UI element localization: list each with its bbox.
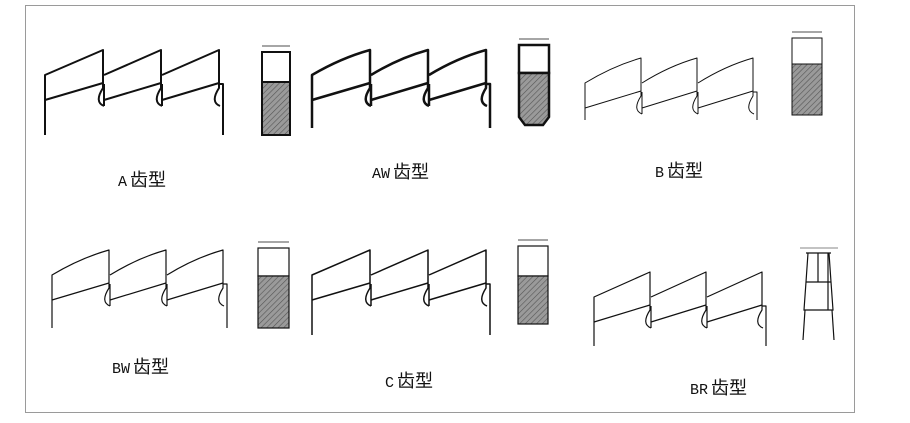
bw-tooth-profile [257, 241, 290, 329]
label-text: 齿型 [133, 357, 170, 378]
aw-tooth-drawing [310, 48, 492, 128]
br-tooth-drawing [593, 271, 767, 346]
label-text: 齿型 [667, 161, 704, 182]
a-tooth-profile [261, 45, 291, 136]
bw-tooth-drawing [51, 249, 228, 328]
label-code: C [385, 375, 395, 392]
aw-tooth-profile [517, 38, 551, 127]
br-tooth-profile [800, 247, 838, 341]
label-code: BW [112, 361, 131, 378]
label-code: A [118, 174, 128, 191]
c-tooth-drawing [311, 249, 491, 335]
b-tooth-drawing [584, 57, 758, 120]
label-code: AW [372, 166, 391, 183]
label-text: 齿型 [130, 170, 167, 191]
label-code: BR [690, 382, 709, 399]
label-text: 齿型 [393, 162, 430, 183]
label-text: 齿型 [397, 371, 434, 392]
a-tooth-drawing [44, 49, 224, 135]
c-tooth-profile [517, 239, 549, 325]
label-code: B [655, 165, 665, 182]
b-tooth-profile [791, 31, 823, 116]
diagram-frame [25, 5, 855, 413]
label-text: 齿型 [711, 378, 748, 399]
